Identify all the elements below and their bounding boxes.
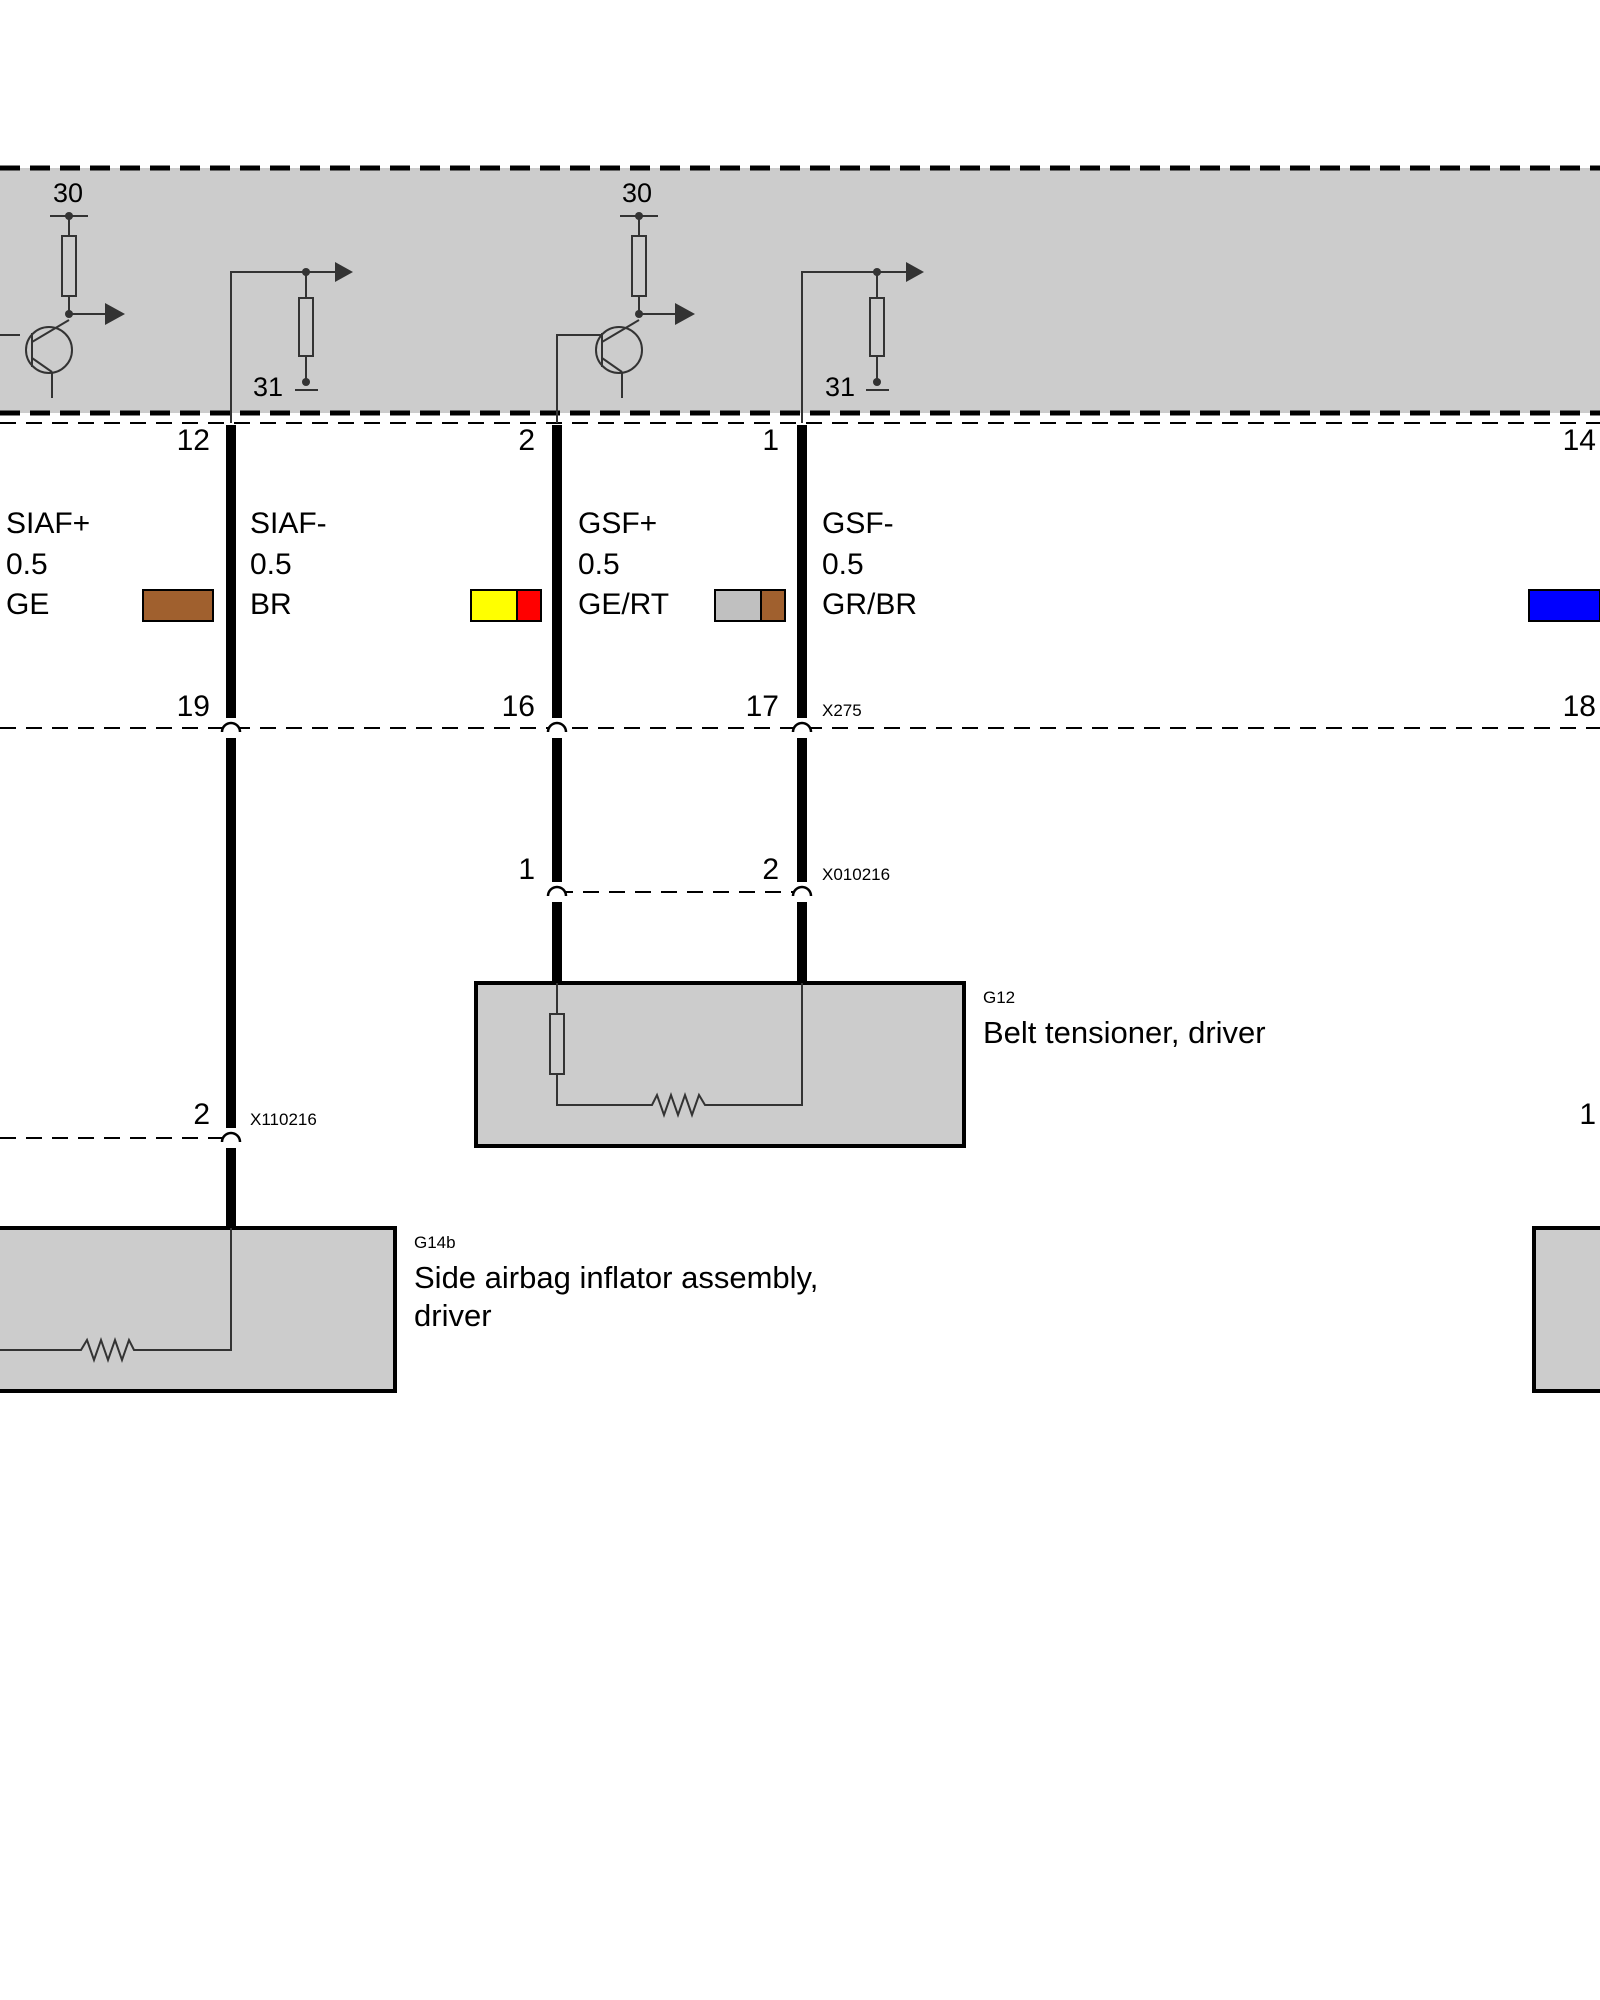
module-pin-gsf-minus: 1 [762,424,779,457]
wire-gauge: 0.5 [6,548,48,581]
arrow-left-icon [906,262,924,282]
igniter-element-icon [0,1228,232,1364]
connector-x110216: 2 1 X110216 [0,1098,1596,1144]
supply-30-label-right: 30 [622,178,652,208]
wire-color-swatches [142,589,1600,622]
transistor-icon [595,326,643,374]
wire-gauge: 0.5 [822,548,864,581]
wire-label-gsf-plus: GSF+ 0.5 GE/RT [578,507,669,621]
component-belt-tensioner: G12 Belt tensioner, driver [474,981,1266,1148]
wire-label-siaf-plus: SIAF+ 0.5 GE [6,507,90,621]
pulldown-left: 31 [230,262,353,423]
pin-number: 2 [762,853,779,886]
igniter-element-icon [556,983,803,1119]
swatch-siaf-minus [142,589,214,622]
arrow-right-icon [105,303,125,325]
control-module: 30 31 [0,165,1600,424]
swatch-right-edge [1528,589,1600,622]
connector-code: X010216 [822,865,890,884]
signal-name: SIAF+ [6,507,90,540]
arrow-right-icon [675,303,695,325]
component-name-line1: Side airbag inflator assembly, [414,1260,818,1295]
wire-label-siaf-minus: SIAF- 0.5 BR [250,507,327,621]
component-code: G12 [983,988,1015,1007]
wire-label-gsf-minus: GSF- 0.5 GR/BR [822,507,917,621]
resistor-icon [61,235,77,297]
transistor-stage-left: 30 [0,178,125,398]
resistor-icon [631,235,647,297]
pin-number: 2 [193,1098,210,1131]
wire-gauge: 0.5 [578,548,620,581]
wire-color-code: GE [6,588,49,621]
pin-number: 16 [502,690,535,723]
ground-31-label-right: 31 [825,372,855,402]
module-pin-gsf-plus: 2 [518,424,535,457]
signal-name: GSF+ [578,507,657,540]
transistor-icon [25,326,73,374]
component-side-airbag: G14b Side airbag inflator assembly, driv… [0,1226,818,1393]
pin-number: 1 [518,853,535,886]
wire-gauge: 0.5 [250,548,292,581]
pin-number: 19 [177,690,210,723]
component-code: G14b [414,1233,456,1252]
connector-x275: 19 16 17 18 X275 [0,690,1600,734]
wire-color-code: GE/RT [578,588,669,621]
pin-number: 1 [1579,1098,1596,1131]
resistor-icon [298,297,314,357]
connector-x010216: 1 2 X010216 [518,853,890,898]
transistor-stage-middle: 30 [556,178,695,423]
resistor-icon [869,297,885,357]
pin-number: 17 [746,690,779,723]
module-pin-siaf-minus: 12 [177,424,210,457]
supply-30-label-left: 30 [53,178,83,208]
resistor-icon [549,1013,565,1075]
pin-number: 18 [1563,690,1596,723]
ground-31-label-left: 31 [253,372,283,402]
wire-color-code: GR/BR [822,588,917,621]
module-pin-right-edge: 14 [1563,424,1596,457]
connector-code: X110216 [250,1110,317,1129]
component-name: Belt tensioner, driver [983,1015,1266,1050]
connector-code: X275 [822,701,862,720]
signal-name: SIAF- [250,507,327,540]
arrow-left-icon [335,262,353,282]
wire-color-code: BR [250,588,292,621]
swatch-gsf-minus [714,589,786,622]
swatch-gsf-plus [470,589,542,622]
pulldown-right: 31 [801,262,924,423]
component-name-line2: driver [414,1298,492,1333]
component-right-partial [1532,1226,1600,1393]
signal-name: GSF- [822,507,894,540]
